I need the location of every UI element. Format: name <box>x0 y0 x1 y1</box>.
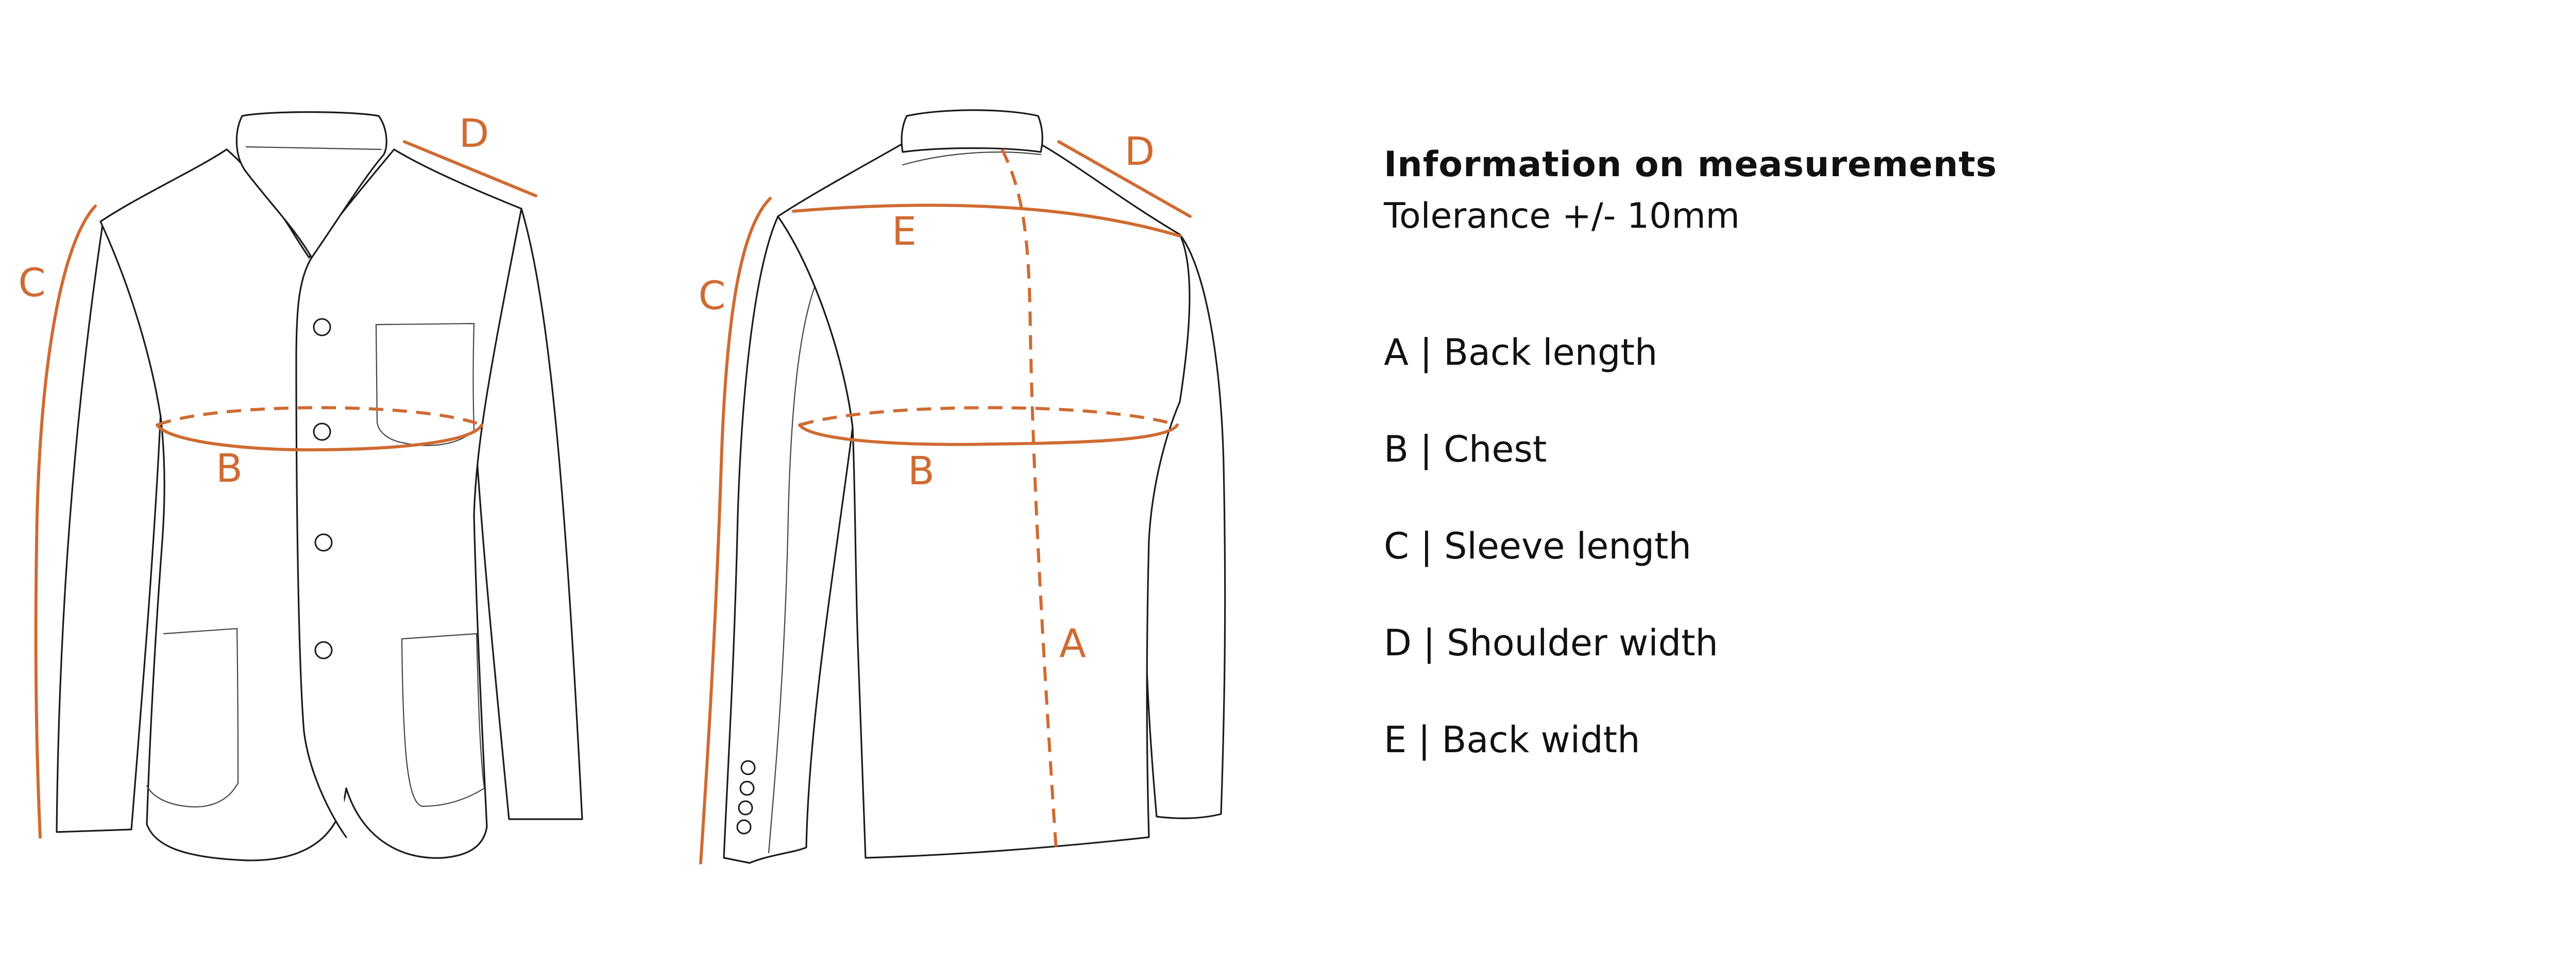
info-title: Information on measurements <box>1384 144 1997 185</box>
measurement-label: Shoulder width <box>1447 622 1718 664</box>
measurement-label: Back length <box>1443 331 1658 374</box>
front-button-2 <box>313 422 331 441</box>
back-label-e: E <box>892 208 917 254</box>
measurement-item-c: C | Sleeve length <box>1384 525 1691 567</box>
back-chest-line-back <box>799 406 1178 427</box>
back-sleeve-button-4 <box>736 819 752 835</box>
measurement-label: Sleeve length <box>1444 525 1691 567</box>
front-button-1 <box>313 318 331 336</box>
measurement-label: Chest <box>1444 428 1547 470</box>
back-body <box>777 143 1191 859</box>
back-label-b: B <box>908 448 935 494</box>
front-shoulder-line <box>403 140 537 197</box>
measurement-item-e: E | Back width <box>1384 719 1640 761</box>
front-right-pocket <box>401 633 485 807</box>
measurement-key: C <box>1384 525 1409 567</box>
front-sleeve-line <box>34 205 97 839</box>
tolerance-text: Tolerance +/- 10mm <box>1384 196 1740 236</box>
measurement-key: D <box>1384 622 1412 664</box>
measurement-key: B <box>1384 428 1409 470</box>
measurement-list: A | Back length B | Chest C | Sleeve len… <box>1384 304 1997 788</box>
measurement-item-a: A | Back length <box>1384 331 1658 374</box>
front-label-c: C <box>18 260 45 306</box>
front-chest-line-back <box>156 406 483 427</box>
front-label-b: B <box>216 445 243 491</box>
back-shoulder-line <box>1057 140 1192 218</box>
back-collar <box>901 109 1043 153</box>
front-chest-pocket <box>375 323 475 446</box>
back-sleeve-button-1 <box>740 760 756 775</box>
back-left-sleeve-seam <box>768 272 821 854</box>
back-chest-line-front <box>798 423 1179 446</box>
front-collar-band <box>245 146 382 150</box>
front-label-d: D <box>459 110 489 156</box>
front-button-3 <box>314 533 333 552</box>
front-button-4 <box>314 641 333 659</box>
front-jacket: B C D <box>18 110 583 861</box>
back-width-line <box>792 204 1181 238</box>
back-yoke-seam <box>902 151 1042 166</box>
back-jacket: A B C D E <box>698 109 1226 865</box>
back-sleeve-button-2 <box>739 781 755 796</box>
back-label-d: D <box>1125 128 1155 174</box>
measurement-item-d: D | Shoulder width <box>1384 622 1718 664</box>
back-label-c: C <box>698 273 725 318</box>
back-sleeve-button-3 <box>738 800 753 816</box>
back-label-a: A <box>1059 620 1086 666</box>
measurement-info: Information on measurements Tolerance +/… <box>1384 139 1997 788</box>
front-left-pocket <box>146 628 239 808</box>
measurement-item-b: B | Chest <box>1384 428 1547 470</box>
measurement-key: E <box>1384 719 1407 761</box>
back-sleeve-line <box>699 197 772 865</box>
measurement-label: Back width <box>1442 719 1640 761</box>
measurement-key: A <box>1384 331 1409 374</box>
front-chest-line-front <box>156 423 483 452</box>
